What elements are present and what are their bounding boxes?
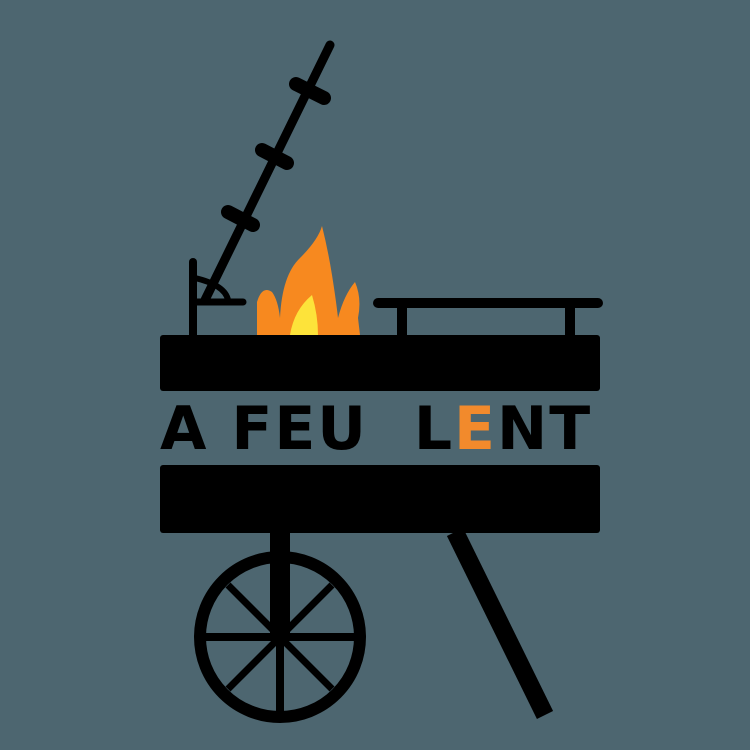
top-plank (160, 335, 600, 391)
cart-wheel-icon (194, 530, 366, 723)
title-word-a: A (160, 394, 209, 464)
bottom-plank (160, 465, 600, 533)
grill-rail-icon (373, 298, 603, 342)
title-accent-letter: E (454, 394, 498, 464)
title-letters-nt: NT (497, 394, 593, 464)
flame-icon (257, 226, 360, 335)
cart-leg-icon (446, 528, 554, 719)
title-letter-l: L (413, 394, 455, 464)
title-word-feu: FEU (231, 394, 369, 464)
spit-rod-icon (189, 40, 335, 339)
